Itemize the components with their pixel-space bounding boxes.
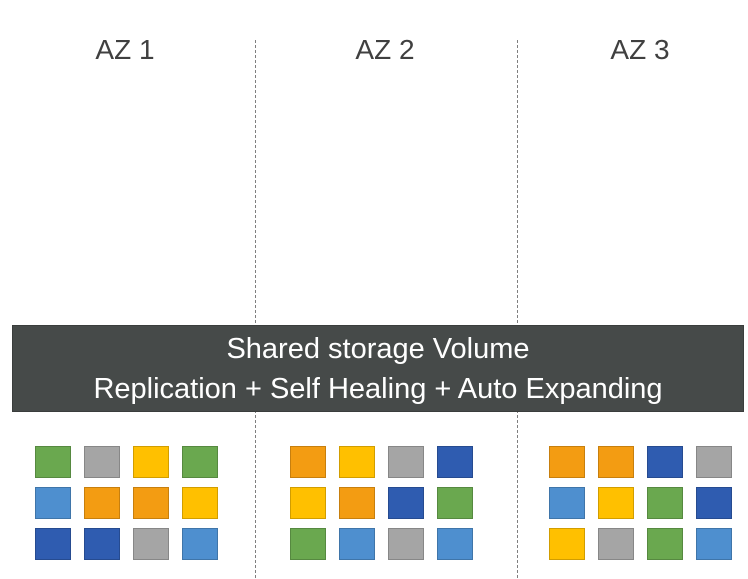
az-3-label: AZ 3	[610, 34, 670, 65]
storage-block-yellow	[182, 487, 218, 519]
storage-block-green	[290, 528, 326, 560]
storage-block-orange	[549, 446, 585, 478]
storage-block-orange	[290, 446, 326, 478]
storage-block-yellow	[133, 446, 169, 478]
storage-block-green	[35, 446, 71, 478]
storage-block-yellow	[549, 528, 585, 560]
storage-block-yellow	[339, 446, 375, 478]
storage-block-lightblue	[35, 487, 71, 519]
storage-block-gray	[388, 528, 424, 560]
storage-block-green	[437, 487, 473, 519]
storage-block-yellow	[290, 487, 326, 519]
storage-block-darkblue	[696, 487, 732, 519]
storage-block-lightblue	[339, 528, 375, 560]
az-divider-1	[255, 40, 256, 578]
storage-block-orange	[598, 446, 634, 478]
storage-block-orange	[84, 487, 120, 519]
storage-block-lightblue	[182, 528, 218, 560]
storage-block-darkblue	[84, 528, 120, 560]
storage-block-orange	[133, 487, 169, 519]
storage-block-lightblue	[696, 528, 732, 560]
storage-block-orange	[339, 487, 375, 519]
storage-block-yellow	[598, 487, 634, 519]
banner-subtitle: Replication + Self Healing + Auto Expand…	[93, 372, 663, 405]
storage-block-gray	[84, 446, 120, 478]
storage-block-green	[647, 487, 683, 519]
storage-block-darkblue	[388, 487, 424, 519]
storage-block-gray	[388, 446, 424, 478]
storage-block-darkblue	[35, 528, 71, 560]
storage-block-darkblue	[437, 446, 473, 478]
storage-block-green	[182, 446, 218, 478]
az-2-label: AZ 2	[355, 34, 415, 65]
storage-block-darkblue	[647, 446, 683, 478]
storage-block-gray	[696, 446, 732, 478]
storage-block-lightblue	[549, 487, 585, 519]
az-divider-2	[517, 40, 518, 578]
storage-block-lightblue	[437, 528, 473, 560]
storage-block-gray	[598, 528, 634, 560]
shared-storage-banner: Shared storage Volume Replication + Self…	[12, 325, 744, 412]
az-1-label: AZ 1	[95, 34, 155, 65]
storage-block-gray	[133, 528, 169, 560]
banner-title: Shared storage Volume	[226, 332, 530, 365]
storage-block-green	[647, 528, 683, 560]
